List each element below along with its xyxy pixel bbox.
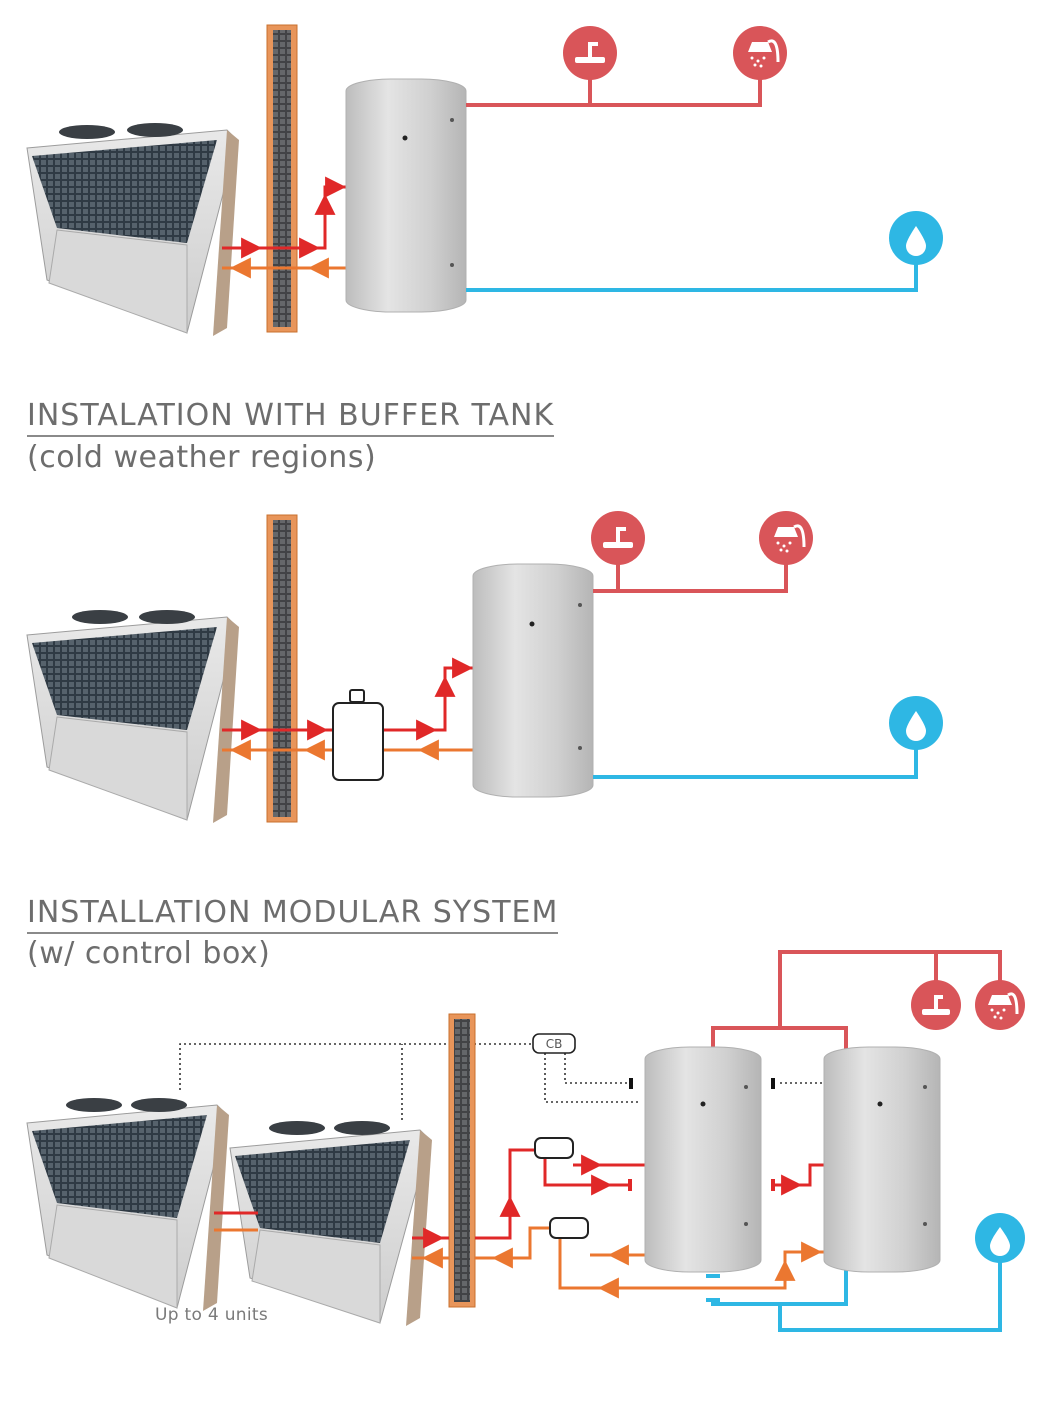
buffer-tank-supply <box>534 1137 574 1159</box>
cold-water-line <box>593 747 918 779</box>
insulated-wall <box>448 1013 476 1308</box>
water-drop-icon <box>889 211 943 265</box>
shower-icon <box>733 26 787 80</box>
section-1-direct-installation <box>26 24 943 336</box>
pipe-flow-return <box>214 1226 824 1299</box>
pipe-flow-supply <box>222 657 474 741</box>
control-port-marker <box>771 1078 775 1089</box>
heat-pump-unit <box>26 123 239 336</box>
cold-water-manifold <box>711 1262 1002 1332</box>
water-tank <box>345 78 467 313</box>
water-drop-icon <box>889 696 943 750</box>
shower-icon <box>975 980 1025 1030</box>
heat-pump-unit-2 <box>229 1121 432 1326</box>
section-title: INSTALATION WITH BUFFER TANK <box>27 398 555 437</box>
section-title: INSTALLATION MODULAR SYSTEM <box>27 895 559 934</box>
buffer-tank <box>332 689 384 781</box>
control-port-marker <box>629 1078 633 1089</box>
shower-icon <box>759 511 813 565</box>
water-tank-2 <box>823 1046 941 1273</box>
heat-pump-unit-1 <box>26 1098 229 1311</box>
cold-inlet-marker <box>706 1274 720 1278</box>
hot-water-manifold <box>711 950 1002 1052</box>
hot-water-line <box>593 562 788 593</box>
section-3-modular-system: CB <box>26 950 1025 1332</box>
control-box: CB <box>532 1033 576 1054</box>
insulated-wall <box>266 514 298 823</box>
sink-tap-icon <box>563 26 617 80</box>
units-caption: Up to 4 units <box>155 1305 269 1325</box>
section-2-buffer-tank-installation <box>26 511 943 823</box>
cold-water-line <box>466 260 918 292</box>
pipe-cap <box>628 1179 632 1191</box>
pipe-flow-supply <box>214 1148 824 1249</box>
section-subtitle: (cold weather regions) <box>27 440 377 475</box>
control-wiring <box>179 1043 824 1120</box>
pipe-flow-supply <box>222 176 347 259</box>
buffer-tank-return <box>549 1217 589 1239</box>
control-box-label: CB <box>546 1037 563 1051</box>
cold-inlet-marker <box>706 1298 720 1302</box>
water-tank <box>472 563 594 798</box>
sink-tap-icon <box>591 511 645 565</box>
water-tank-1 <box>644 1046 762 1273</box>
hot-water-line <box>466 75 762 107</box>
heat-pump-unit <box>26 610 239 823</box>
insulated-wall <box>266 24 298 333</box>
pipe-cap <box>771 1179 775 1191</box>
water-drop-icon <box>975 1213 1025 1263</box>
sink-tap-icon <box>911 980 961 1030</box>
section-subtitle: (w/ control box) <box>27 936 271 971</box>
